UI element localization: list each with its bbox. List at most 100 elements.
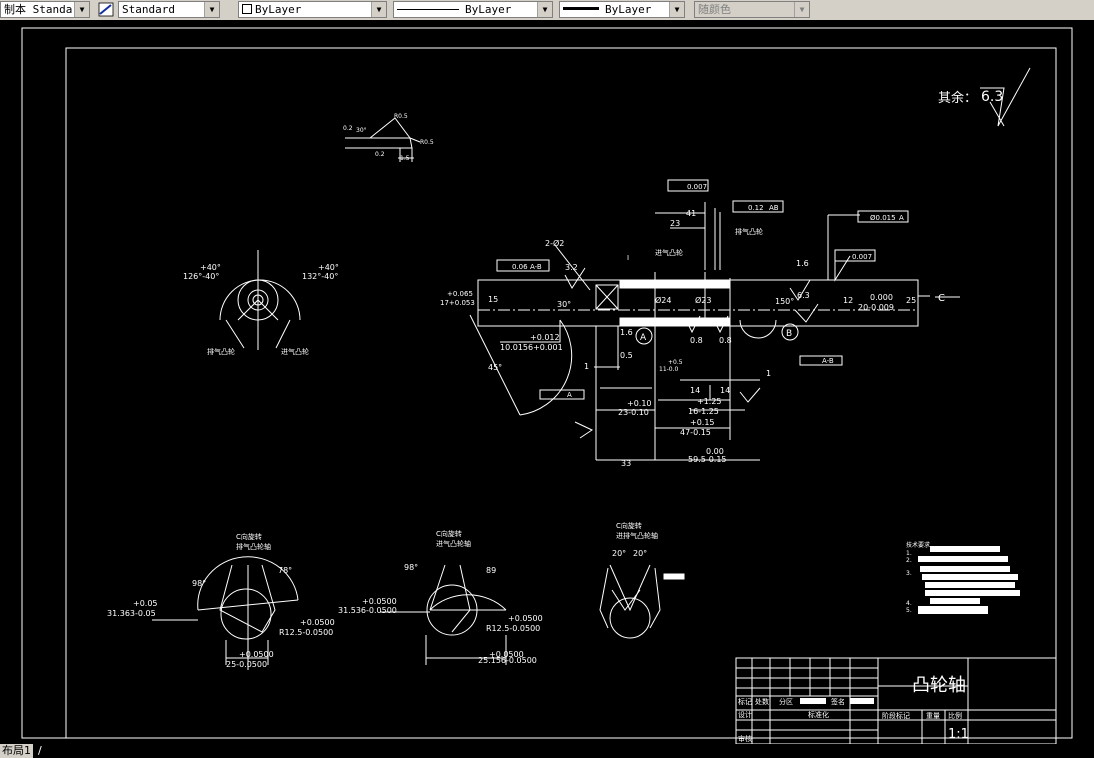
chevron-down-icon[interactable]: ▼ xyxy=(537,2,552,17)
dim-1b: 1 xyxy=(766,369,771,378)
dim-16-upper: +1.25 xyxy=(697,397,722,406)
tolerance-7-ref: A xyxy=(567,391,572,399)
roughness-0-8a: 0.8 xyxy=(690,336,703,345)
cam2-angle-89: 89 xyxy=(486,566,496,575)
paper-border xyxy=(21,27,1073,739)
dimension-style-icon[interactable] xyxy=(97,1,115,18)
tolerance-frame-3 xyxy=(857,210,909,223)
dim-23-lower: 23-0.10 xyxy=(618,408,649,417)
cam2-tol-1: +0.0500 xyxy=(362,597,397,606)
dim-47-lower: 47-0.15 xyxy=(680,428,711,437)
cam-view-1 xyxy=(152,556,299,670)
cam3-angle-1: 20° xyxy=(612,549,626,558)
layout-tab-separator: / xyxy=(38,744,42,757)
dim-12: 12 xyxy=(843,296,853,305)
dim-59-lower: 59.5-0.15 xyxy=(688,455,727,464)
roughness-mark-icon xyxy=(564,267,586,289)
tolerance-2-ref: AB xyxy=(769,204,779,212)
dim-23-upper: +0.10 xyxy=(627,399,652,408)
profile-text-1: +40° xyxy=(200,263,221,272)
detail-label-d: R0.5 xyxy=(394,113,408,120)
tolerance-frame-4 xyxy=(834,249,876,262)
cad-drawing[interactable]: 其余： 6.3 0.2 30° R0.5 R0.5 1.5 0.2 +40° 1… xyxy=(0,20,1094,745)
roughness-mark-icon xyxy=(574,421,594,439)
detail-label-c: R0.5 xyxy=(420,139,434,146)
cam3-title-2: 进排气凸轮轴 xyxy=(616,531,658,540)
dim-16-lower: 16-1.25 xyxy=(688,407,719,416)
chamfer-label: 2-Ø2 xyxy=(545,238,564,248)
cam1-tol-5: +0.0500 xyxy=(239,650,274,659)
cam2-angle-98: 98° xyxy=(404,563,418,572)
color-swatch-icon xyxy=(242,4,252,14)
cam2-tol-4: R12.5-0.0500 xyxy=(486,624,540,633)
layout-tab[interactable]: 布局1 xyxy=(0,744,33,758)
tolerance-frame-2 xyxy=(732,200,784,213)
tolerance-4: 0.007 xyxy=(852,253,872,261)
text-style-select[interactable]: 制本 Standard▼ xyxy=(0,1,90,18)
lineweight-line-icon xyxy=(563,7,599,10)
lineweight-value: ByLayer xyxy=(605,3,652,16)
cam1-tol-4: R12.5-0.0500 xyxy=(279,628,333,637)
dim-I: I xyxy=(627,254,629,262)
dim-41: 41 xyxy=(686,209,696,218)
color-select[interactable]: ByLayer ▼ xyxy=(238,1,387,18)
dim-0-5: 0.5 xyxy=(620,351,633,360)
dim-15: 15 xyxy=(488,295,498,304)
cam1-title-1: C向旋转 xyxy=(236,532,262,541)
detail-label-f: 0.2 xyxy=(375,151,385,158)
datum-a-icon xyxy=(635,327,653,345)
dim-10-upper: +0.012 xyxy=(530,333,560,342)
angle-150: 150° xyxy=(775,297,794,306)
chevron-down-icon[interactable]: ▼ xyxy=(204,2,219,17)
cam1-tol-3: +0.0500 xyxy=(300,618,335,627)
cam1-angle-98: 98° xyxy=(192,579,206,588)
properties-toolbar: 制本 Standard▼ Standard▼ ByLayer ▼ ByLayer ▼… xyxy=(0,0,1094,21)
dimension-style-select[interactable]: Standard▼ xyxy=(118,1,220,18)
cam3-angle-2: 20° xyxy=(633,549,647,558)
tolerance-frame-1 xyxy=(667,179,709,192)
tech-item-1: 1. xyxy=(906,550,912,557)
tolerance-1: 0.007 xyxy=(687,183,707,191)
cam2-tol-5: +0.0500 xyxy=(489,650,524,659)
chevron-down-icon[interactable]: ▼ xyxy=(669,2,684,17)
chevron-down-icon[interactable]: ▼ xyxy=(371,2,386,17)
tolerance-frame-6 xyxy=(799,355,843,366)
plot-style-value: 随颜色 xyxy=(698,3,731,16)
datum-a-label: A xyxy=(640,333,647,343)
cam1-tol-6: 25-0.0500 xyxy=(226,660,267,669)
tolerance-3: Ø0.015 xyxy=(870,214,896,222)
title-cell-5: 设计 xyxy=(738,710,752,719)
section-label: C xyxy=(938,293,945,304)
dim-10-lower: 10.0156+0.001 xyxy=(500,343,563,352)
profile-text-4: 132°-40° xyxy=(302,272,338,281)
chevron-down-icon[interactable]: ▼ xyxy=(74,2,89,17)
cam-view-2 xyxy=(380,564,507,665)
title-cell-3: 分区 xyxy=(779,697,793,706)
dim-11-lower: 11-0.0 xyxy=(659,366,679,373)
datum-b-label: B xyxy=(786,329,792,339)
cam1-tol-1: +0.05 xyxy=(133,599,158,608)
roughness-value: 6.3 xyxy=(981,89,1003,105)
linetype-select[interactable]: ByLayer▼ xyxy=(393,1,553,18)
dim-14a: 14 xyxy=(690,386,700,395)
drawing-canvas[interactable]: 其余： 6.3 0.2 30° R0.5 R0.5 1.5 0.2 +40° 1… xyxy=(0,20,1094,745)
lineweight-select[interactable]: ByLayer ▼ xyxy=(559,1,685,18)
title-cell-8: 重量 xyxy=(926,712,940,720)
tech-item-2: 2. xyxy=(906,557,912,564)
title-scale: 1:1 xyxy=(948,727,969,742)
dim-17-upper: +0.065 xyxy=(447,290,473,298)
tech-title: 技术要求 xyxy=(906,541,930,549)
exhaust-label: 排气凸轮 xyxy=(735,227,763,236)
dim-33: 33 xyxy=(621,459,631,468)
profile-text-6: 进气凸轮 xyxy=(281,347,309,356)
cam2-tol-3: +0.0500 xyxy=(508,614,543,623)
profile-text-2: 126°-40° xyxy=(183,272,219,281)
title-cell-9: 比例 xyxy=(948,711,962,720)
angle-30: 30° xyxy=(557,300,571,309)
linetype-line-icon xyxy=(397,9,459,10)
tech-item-3: 3. xyxy=(906,570,912,577)
roughness-1-6: 1.6 xyxy=(796,259,809,268)
cam-view-3 xyxy=(599,564,685,639)
title-cell-4: 签名 xyxy=(831,697,845,706)
color-value: ByLayer xyxy=(255,3,302,16)
